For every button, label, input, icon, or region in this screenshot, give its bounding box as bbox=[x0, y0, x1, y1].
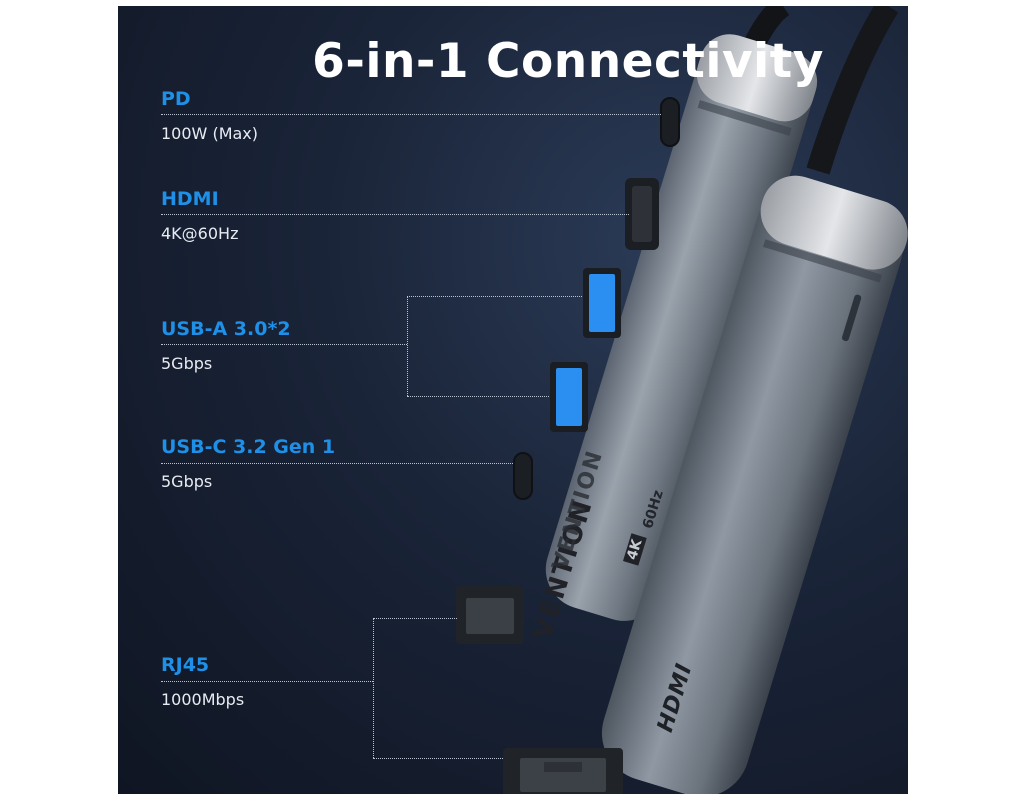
feature-rj45: RJ45 1000Mbps bbox=[161, 654, 244, 709]
feature-name: USB-C 3.2 Gen 1 bbox=[161, 436, 336, 458]
feature-usb-c: USB-C 3.2 Gen 1 5Gbps bbox=[161, 436, 335, 491]
feature-usb-a: USB-A 3.0*2 5Gbps bbox=[161, 318, 291, 373]
feature-name: PD bbox=[161, 88, 191, 110]
feature-value: 5Gbps bbox=[161, 354, 213, 373]
feature-value: 1000Mbps bbox=[161, 690, 245, 709]
leader-bracket-usb-a bbox=[407, 296, 408, 396]
hub-device-illustration bbox=[456, 6, 908, 794]
feature-value: 5Gbps bbox=[161, 472, 213, 491]
leader-line-rj45 bbox=[161, 681, 373, 682]
feature-name: USB-A 3.0*2 bbox=[161, 318, 291, 340]
cable-front bbox=[806, 6, 899, 175]
leader-line-usb-c bbox=[161, 463, 513, 464]
hub-front bbox=[601, 175, 908, 794]
feature-name: HDMI bbox=[161, 188, 219, 210]
feature-value: 4K@60Hz bbox=[161, 224, 239, 243]
hub-back bbox=[545, 34, 818, 621]
leader-line-pd bbox=[161, 114, 661, 115]
leader-line-rj45-bottom bbox=[373, 758, 503, 759]
feature-hdmi: HDMI 4K@60Hz bbox=[161, 188, 238, 243]
page-title: 6-in-1 Connectivity bbox=[312, 34, 824, 89]
leader-line-rj45-top bbox=[373, 618, 457, 619]
leader-line-usb-a bbox=[161, 344, 407, 345]
feature-name: RJ45 bbox=[161, 654, 210, 676]
feature-value: 100W (Max) bbox=[161, 124, 259, 143]
port-front-rj45 bbox=[503, 748, 623, 794]
leader-line-usb-a-bottom bbox=[407, 396, 549, 397]
leader-bracket-rj45 bbox=[373, 618, 374, 758]
feature-pd: PD 100W (Max) bbox=[161, 88, 258, 143]
ports-back bbox=[456, 97, 680, 644]
product-image: VENTION VENTION 4K 60Hz HDMI 6-in-1 Conn… bbox=[118, 6, 908, 794]
leader-line-usb-a-top bbox=[407, 296, 582, 297]
leader-line-hdmi bbox=[161, 214, 629, 215]
